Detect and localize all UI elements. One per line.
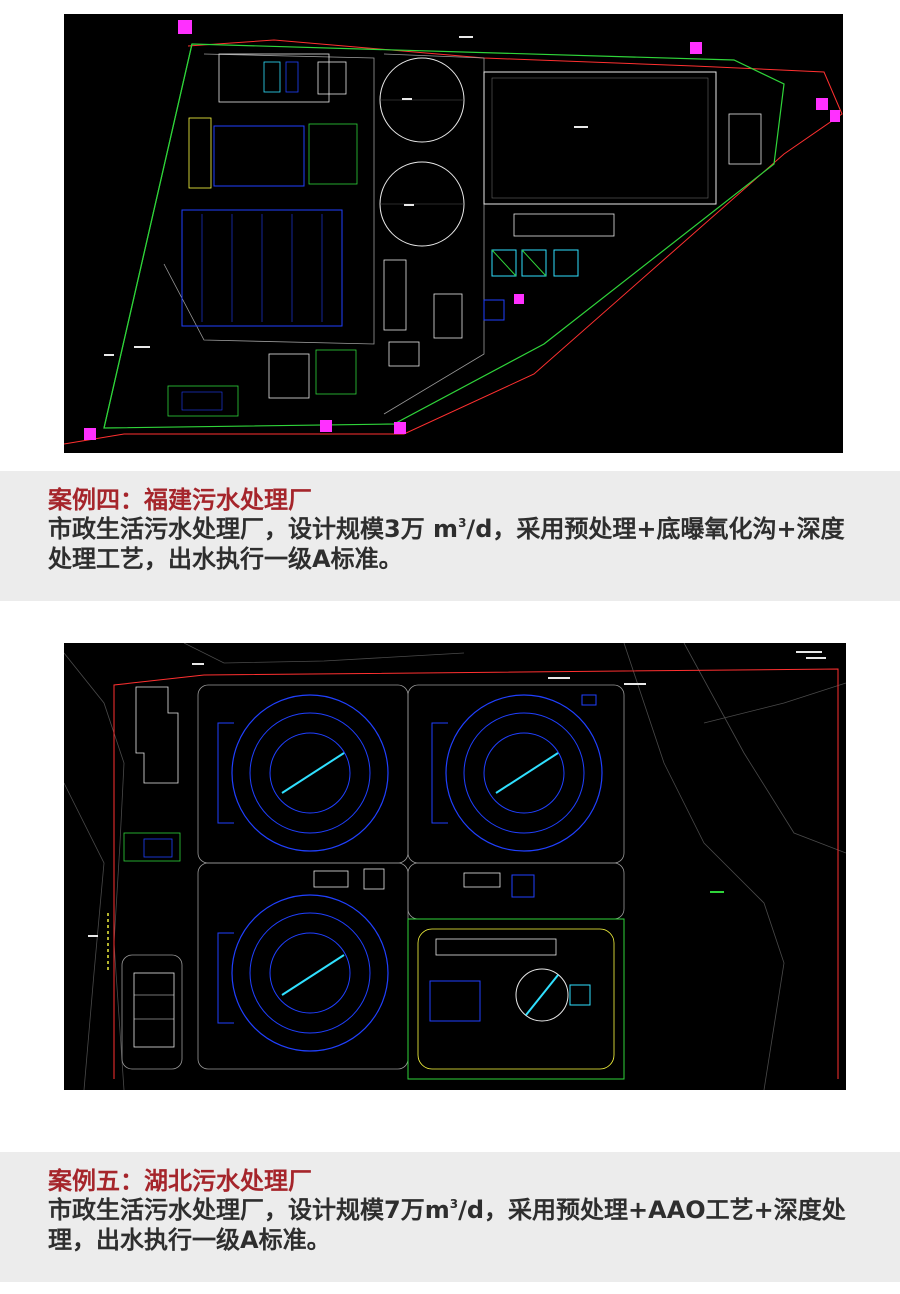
building-top-left: [218, 53, 330, 103]
biological-tank: [213, 125, 305, 187]
distribution-well: [511, 874, 535, 898]
office-building: [135, 686, 179, 784]
pretreatment-building: [123, 832, 181, 862]
case-description-text: /d，采用预处理+AAO工艺+深度处理，出水执行一级A标准。: [48, 1196, 846, 1254]
filter-cell: [553, 249, 579, 277]
scraper-bridge: [525, 974, 559, 1016]
blower-room: [435, 938, 557, 956]
case-title: 案例四：福建污水处理厂: [48, 486, 312, 514]
site-wall: [103, 43, 785, 429]
control-room: [463, 872, 501, 888]
grit-chamber: [188, 117, 212, 189]
survey-markers: [84, 20, 840, 440]
internal-road: [163, 53, 375, 345]
green-label: [710, 891, 724, 893]
aao-tank-3: [217, 894, 389, 1052]
case-description-text: 市政生活污水处理厂，设计规模7万m: [48, 1196, 450, 1224]
filter-cell: [491, 249, 517, 277]
filter-tank: [429, 980, 481, 1022]
terrain-lines: [64, 643, 846, 1090]
internal-roads: [121, 684, 625, 1070]
storage-tank-inner: [491, 77, 709, 199]
warehouse: [383, 259, 407, 331]
storage-tank: [483, 71, 717, 205]
drawing-labels: [104, 36, 588, 356]
office-building: [167, 385, 239, 417]
aao-tank-2: [431, 694, 603, 852]
case-description: 市政生活污水处理厂，设计规模3万 m3/d，采用预处理+底曝氧化沟+深度处理工艺…: [48, 514, 868, 574]
building-east: [728, 113, 762, 165]
site-plan-drawing: [64, 20, 843, 445]
pump-house: [313, 870, 349, 888]
secondary-clarifier: [515, 968, 569, 1022]
dormitory: [133, 972, 175, 1048]
scraper-bridge: [281, 752, 345, 794]
equipment-room: [263, 61, 281, 93]
pump-house-2: [363, 868, 385, 890]
scraper-bridge: [281, 954, 345, 996]
drawing-labels: [88, 651, 826, 937]
property-boundary: [64, 39, 843, 445]
disinfection-tank: [569, 984, 591, 1006]
unit-exponent: 3: [449, 1197, 459, 1211]
filter-pipe: [491, 249, 517, 277]
filter-cell: [521, 249, 547, 277]
case-title: 案例五：湖北污水处理厂: [48, 1167, 312, 1195]
unit-exponent: 3: [458, 516, 467, 530]
filter-pipe: [521, 249, 547, 277]
oxidation-ditch: [181, 209, 343, 327]
aao-tank-1: [217, 694, 389, 852]
filter-building: [513, 213, 615, 237]
case-caption: 案例四：福建污水处理厂 市政生活污水处理厂，设计规模3万 m3/d，采用预处理+…: [0, 471, 900, 601]
case-description-text: /d，采用预处理+底曝氧化沟+深度处理工艺，出水执行一级A标准。: [48, 515, 845, 573]
cad-site-plan-fujian: [64, 14, 843, 453]
pump-station: [483, 299, 505, 321]
property-boundary: [113, 668, 839, 1079]
garage: [388, 341, 420, 367]
sludge-building: [268, 353, 310, 399]
advanced-treatment-zone: [407, 918, 625, 1080]
case-caption: 案例五：湖北污水处理厂 市政生活污水处理厂，设计规模7万m3/d，采用预处理+A…: [0, 1152, 900, 1282]
dewatering-building: [315, 349, 357, 395]
site-plan-drawing: [64, 643, 846, 1090]
case-description-text: 市政生活污水处理厂，设计规模3万 m: [48, 515, 459, 543]
inlet-well: [581, 694, 597, 706]
warehouse-2: [433, 293, 463, 339]
internal-road-2: [383, 53, 485, 415]
equipment-room-2: [285, 61, 299, 93]
office-inner: [181, 391, 223, 411]
scraper-bridge: [495, 752, 559, 794]
site-wall-west: [103, 43, 193, 429]
cad-site-plan-hubei: [64, 643, 846, 1090]
pretreatment-inner: [143, 838, 173, 858]
case-description: 市政生活污水处理厂，设计规模7万m3/d，采用预处理+AAO工艺+深度处理，出水…: [48, 1195, 868, 1255]
advanced-treatment-basin: [417, 928, 615, 1070]
sedimentation-block: [308, 123, 358, 185]
small-building: [317, 61, 347, 95]
